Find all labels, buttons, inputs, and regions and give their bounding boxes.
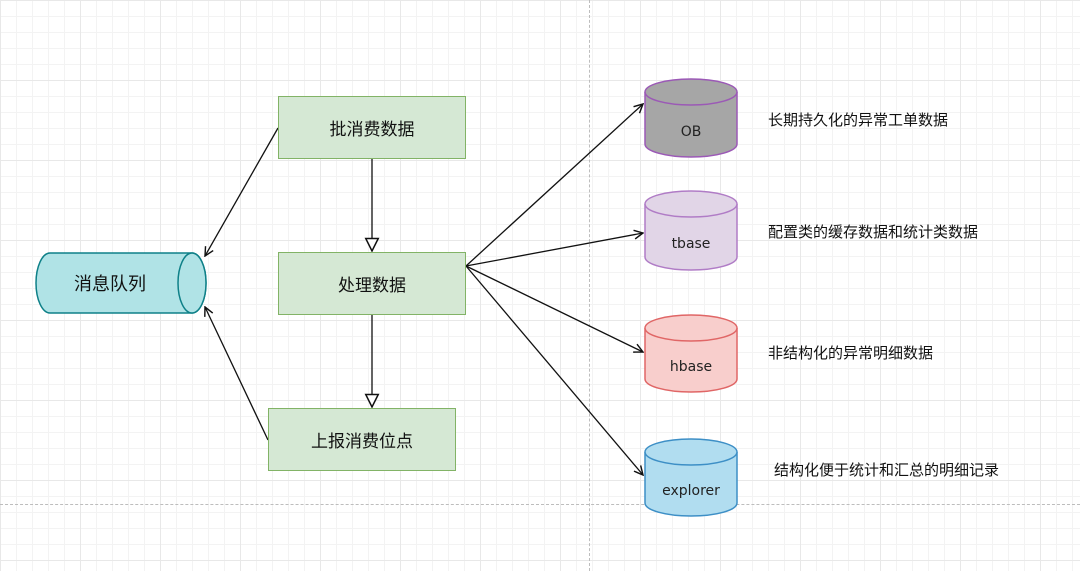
page-guide-horizontal <box>0 504 1080 505</box>
queue-label: 消息队列 <box>74 274 146 295</box>
process-data-label: 处理数据 <box>338 276 406 296</box>
db-label-ob: OB <box>680 124 702 140</box>
desc-hbase: 非结构化的异常明细数据 <box>768 344 934 362</box>
batch-consume-box[interactable]: 批消费数据 <box>278 96 466 159</box>
desc-tbase: 配置类的缓存数据和统计类数据 <box>768 223 979 241</box>
queue-cylinder[interactable] <box>35 252 207 314</box>
edge-batch-to-queue <box>205 127 279 256</box>
db-cylinder-ob[interactable] <box>644 78 738 158</box>
db-cylinder-tbase[interactable] <box>644 190 738 271</box>
edge-report-to-queue <box>205 307 269 441</box>
desc-explorer: 结构化便于统计和汇总的明细记录 <box>774 461 1000 479</box>
db-cylinder-hbase[interactable] <box>644 314 738 393</box>
edge-process-to-tbase <box>465 233 643 267</box>
report-offset-label: 上报消费位点 <box>311 432 413 452</box>
edge-process-to-ob <box>465 104 643 267</box>
process-data-box[interactable]: 处理数据 <box>278 252 466 315</box>
batch-consume-label: 批消费数据 <box>329 120 415 140</box>
db-cylinder-explorer[interactable] <box>644 438 738 517</box>
db-label-tbase: tbase <box>671 236 711 252</box>
report-offset-box[interactable]: 上报消费位点 <box>268 408 456 471</box>
db-label-explorer: explorer <box>662 483 720 499</box>
desc-ob: 长期持久化的异常工单数据 <box>768 111 949 129</box>
edge-process-to-explorer <box>465 265 643 475</box>
db-label-hbase: hbase <box>669 359 713 375</box>
page-guide-vertical <box>589 0 590 571</box>
edge-process-to-hbase <box>465 265 643 352</box>
